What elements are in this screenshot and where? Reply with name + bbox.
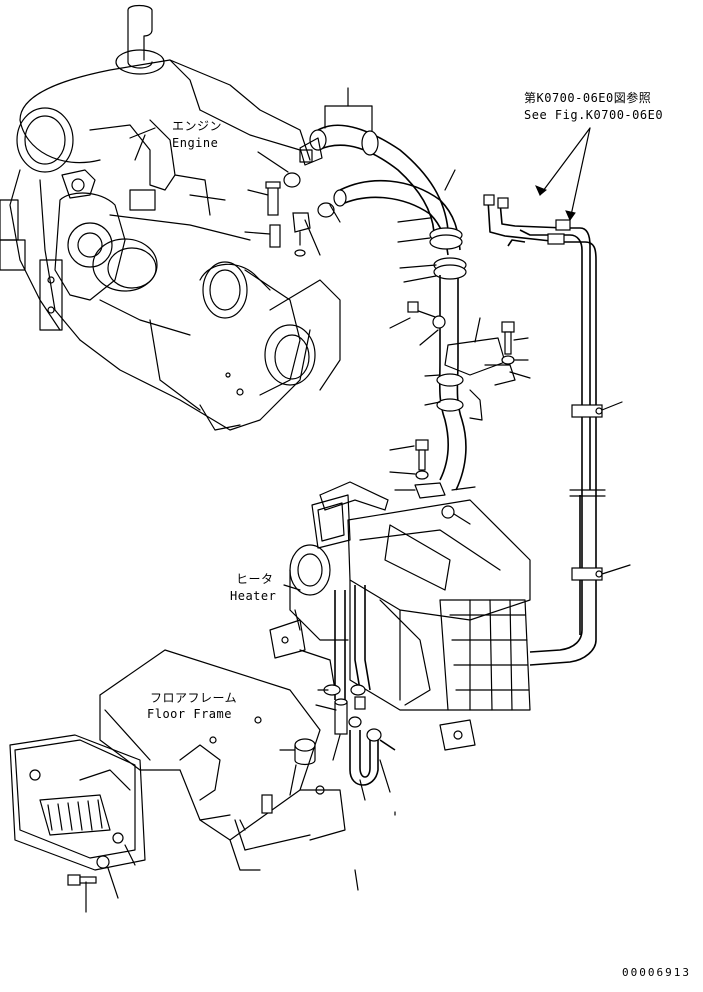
reference-label-jp: 第K0700-06E0図参照 [524, 91, 652, 105]
engine-label-en: Engine [172, 136, 219, 150]
heater-label-en: Heater [230, 589, 277, 603]
heater-leaders [283, 584, 301, 591]
ref-piping [483, 127, 606, 666]
engine-drawing [0, 4, 341, 431]
cover-plate [9, 734, 146, 886]
floor-frame-label-en: Floor Frame [147, 707, 232, 721]
callout-leaders [85, 151, 631, 913]
reference-label-en: See Fig.K0700-06E0 [524, 108, 664, 122]
heater-unit [269, 481, 531, 786]
floor-frame-label-jp: フロアフレーム [150, 691, 238, 705]
floor-frame [79, 649, 346, 871]
engine-label-jp: エンジン [172, 119, 223, 133]
drawing-number: 00006913 [622, 966, 691, 979]
heater-label-jp: ヒータ [236, 572, 274, 586]
upper-hoses [265, 87, 516, 519]
engine-leaders [129, 127, 156, 161]
